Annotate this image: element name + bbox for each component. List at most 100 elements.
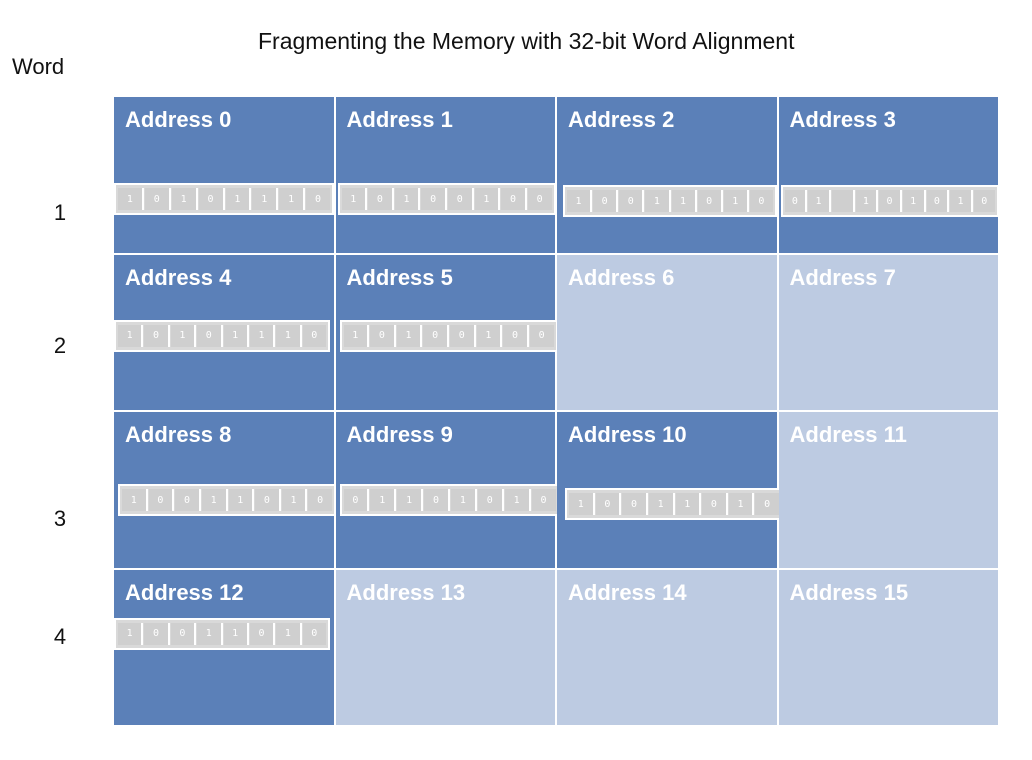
bit: 1	[118, 324, 144, 347]
bit: 0	[450, 324, 476, 347]
memory-cell-address-11: Address 11	[778, 412, 1000, 570]
address-label: Address 5	[346, 264, 453, 290]
bit: 0	[343, 489, 370, 511]
bit: 1	[252, 188, 279, 210]
bit: 0	[595, 493, 622, 515]
memory-cell-address-15: Address 15	[778, 569, 1000, 727]
bit: 1	[671, 190, 697, 212]
bit: 0	[879, 190, 902, 212]
word-column-header: Word	[12, 54, 65, 79]
address-label: Address 3	[789, 107, 896, 132]
bit: 0	[749, 190, 773, 212]
bit: 0	[144, 188, 171, 210]
address-label: Address 4	[125, 264, 232, 290]
bit: 0	[622, 493, 648, 515]
bit: 1	[225, 188, 252, 210]
bit: 0	[198, 188, 225, 210]
bit: 1	[171, 188, 198, 210]
bit: 1	[118, 622, 144, 645]
address-label: Address 14	[568, 579, 687, 605]
bit: 0	[302, 324, 326, 347]
address-label: Address 2	[568, 107, 675, 132]
bit: 1	[855, 190, 879, 212]
bit: 0	[529, 324, 554, 347]
bit: 1	[276, 324, 302, 347]
bit: 0	[421, 188, 447, 210]
bit: 0	[784, 190, 808, 212]
bit: 1	[170, 324, 197, 347]
address-label: Address 1	[346, 107, 453, 132]
word-label-1: 1	[53, 200, 67, 225]
bit: 1	[808, 190, 831, 212]
bit: 1	[118, 188, 144, 210]
bit: 1	[343, 324, 370, 347]
address-label: Address 15	[789, 579, 909, 605]
bit: 1	[201, 489, 228, 511]
bit: 1	[397, 489, 424, 511]
bit: 1	[228, 489, 255, 511]
bit: 1	[279, 188, 306, 210]
bit: 1	[281, 489, 308, 511]
memory-cell-address-6: Address 6	[557, 254, 779, 412]
bit	[831, 190, 855, 212]
bit: 1	[197, 622, 223, 645]
bit: 0	[619, 190, 645, 212]
bit: 0	[302, 622, 326, 645]
bit: 1	[567, 190, 593, 212]
bit: 1	[341, 188, 368, 210]
bit: 0	[697, 190, 723, 212]
address-label: Address 6	[568, 264, 675, 290]
bit: 1	[675, 493, 702, 515]
address-label: Address 0	[125, 107, 232, 132]
bit: 0	[448, 188, 474, 210]
memory-cell-address-14: Address 14	[557, 569, 779, 727]
address-label: Address 9	[346, 422, 453, 447]
word-label-3: 3	[53, 506, 67, 531]
bit: 0	[197, 324, 223, 347]
bit: 1	[396, 324, 423, 347]
bit: 0	[593, 190, 619, 212]
word-label-4: 4	[53, 624, 67, 649]
bit: 0	[503, 324, 529, 347]
memory-cell-address-13: Address 13	[335, 569, 557, 727]
bit: 1	[504, 489, 531, 511]
bit: 1	[723, 190, 749, 212]
bit: 0	[424, 489, 450, 511]
bit: 1	[276, 622, 302, 645]
diagram-title: Fragmenting the Memory with 32-bit Word …	[258, 28, 795, 54]
bit: 1	[728, 493, 755, 515]
bit: 1	[950, 190, 973, 212]
address-label: Address 13	[346, 579, 466, 605]
bit: 0	[531, 489, 556, 511]
bit: 0	[527, 188, 552, 210]
bit: 1	[451, 489, 477, 511]
bit: 0	[477, 489, 504, 511]
bit: 1	[223, 324, 249, 347]
address-label: Address 12	[125, 579, 244, 605]
bit: 1	[569, 493, 595, 515]
bit: 0	[255, 489, 281, 511]
bit: 1	[474, 188, 501, 210]
bit: 0	[306, 188, 330, 210]
bit: 0	[175, 489, 201, 511]
memory-cell-address-7: Address 7	[778, 254, 1000, 412]
bit: 1	[902, 190, 926, 212]
bit: 1	[370, 489, 397, 511]
bit: 1	[645, 190, 671, 212]
bit: 0	[926, 190, 950, 212]
